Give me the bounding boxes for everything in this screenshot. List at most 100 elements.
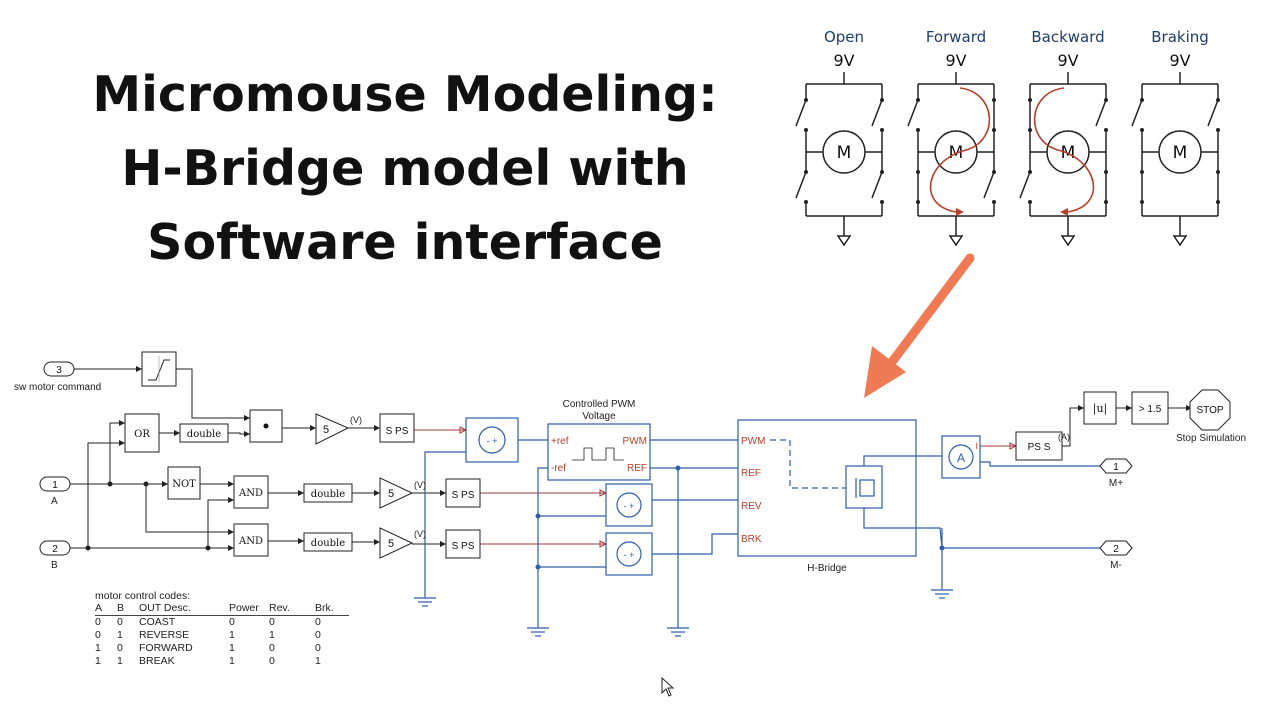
outport-1-label: M+ xyxy=(1109,478,1123,489)
not-block[interactable]: NOT xyxy=(167,466,201,500)
codes-table: A B OUT Desc. Power Rev. Brk. 0 0 COAST … xyxy=(95,602,349,668)
s-ps-converter-2[interactable]: S PS xyxy=(445,478,481,508)
svg-text:- +: - + xyxy=(624,550,635,560)
double-label-1: double xyxy=(187,429,221,440)
table-cell: 1 xyxy=(269,629,275,641)
or-block[interactable]: OR xyxy=(124,413,160,453)
table-cell: 1 xyxy=(95,655,101,667)
voltage-source-2[interactable]: - + xyxy=(605,483,653,527)
ammeter-i-port: I xyxy=(975,441,978,451)
table-cell: 0 xyxy=(269,642,275,654)
stop-label: STOP xyxy=(1196,405,1223,416)
hb-rev-port: REV xyxy=(741,501,762,512)
hb-pwm-port: PWM xyxy=(741,436,765,447)
inport-1-label: A xyxy=(51,496,58,507)
and-label-2: AND xyxy=(238,536,263,547)
unit-v-1: (V) xyxy=(350,415,362,425)
controlled-pwm-voltage-block[interactable]: +ref -ref PWM REF xyxy=(547,423,651,481)
pwm-ref-port: REF xyxy=(627,463,647,474)
outport-2[interactable]: 2 xyxy=(1099,540,1133,556)
ps-s-converter[interactable]: PS S xyxy=(1015,431,1063,461)
title-line-3: Software interface xyxy=(147,214,663,271)
inport-2-label: B xyxy=(51,560,58,571)
table-row: 0 1 REVERSE 1 1 0 xyxy=(95,629,349,642)
codes-header-cell: B xyxy=(117,602,139,616)
outport-2-label: M- xyxy=(1110,560,1122,571)
table-cell: 0 xyxy=(95,616,101,628)
motor-label-open: M xyxy=(837,143,852,163)
state-voltage-forward: 9V xyxy=(945,51,966,70)
s-ps-converter-1[interactable]: S PS xyxy=(379,413,415,443)
inport-2[interactable]: 2 xyxy=(39,540,71,556)
backward-current-path xyxy=(1033,87,1095,213)
hbridge-states-diagram: Open 9V M Forward 9V xyxy=(795,28,1220,247)
svg-text:- +: - + xyxy=(487,436,498,446)
table-cell: 1 xyxy=(229,655,235,667)
state-voltage-open: 9V xyxy=(833,51,854,70)
table-cell: 1 xyxy=(229,629,235,641)
table-cell: REVERSE xyxy=(139,629,190,641)
table-cell: 0 xyxy=(315,629,321,641)
hbridge-backward: Backward 9V M xyxy=(1019,28,1108,247)
inport-1[interactable]: 1 xyxy=(39,476,71,492)
voltage-source-1[interactable]: - + xyxy=(465,417,519,463)
state-voltage-backward: 9V xyxy=(1057,51,1078,70)
voltage-source-3[interactable]: - + xyxy=(605,532,653,576)
stop-simulation-block[interactable]: STOP xyxy=(1189,389,1231,431)
table-cell: 1 xyxy=(229,642,235,654)
inport-2-number: 2 xyxy=(52,544,58,555)
hbridge-forward: Forward 9V M xyxy=(907,28,996,247)
compare-label: > 1.5 xyxy=(1139,404,1162,415)
motor-control-codes: motor control codes: A B OUT Desc. Power… xyxy=(95,590,349,668)
double-conversion-3[interactable]: double xyxy=(303,532,353,552)
table-cell: 0 xyxy=(269,616,275,628)
hbridge-open: Open 9V M xyxy=(795,28,884,247)
double-conversion-1[interactable]: double xyxy=(179,423,229,443)
outport-1-number: 1 xyxy=(1113,462,1119,473)
pointer-arrow xyxy=(864,253,975,398)
pwm-ref-plus: +ref xyxy=(551,436,569,447)
s-ps-converter-3[interactable]: S PS xyxy=(445,529,481,559)
inport-3-label: sw motor command xyxy=(14,382,101,393)
pwm-title-line-2: Voltage xyxy=(582,411,616,422)
pwm-out-port: PWM xyxy=(623,436,647,447)
gain-label-2: 5 xyxy=(388,488,394,500)
not-label: NOT xyxy=(172,479,196,490)
inport-3[interactable]: 3 xyxy=(43,361,75,377)
h-bridge-block[interactable]: PWM REF REV BRK xyxy=(737,419,917,557)
double-label-2: double xyxy=(311,489,345,500)
gain-block-2[interactable]: 5 xyxy=(379,477,414,509)
state-voltage-braking: 9V xyxy=(1169,51,1190,70)
table-row: 1 1 BREAK 1 0 1 xyxy=(95,655,349,668)
and-block-2[interactable]: AND xyxy=(233,523,269,557)
double-label-3: double xyxy=(311,538,345,549)
inport-1-number: 1 xyxy=(52,480,58,491)
codes-header-cell: A xyxy=(95,602,117,616)
and-block-1[interactable]: AND xyxy=(233,475,269,509)
abs-block[interactable]: |u| xyxy=(1083,391,1117,425)
table-cell: 0 xyxy=(269,655,275,667)
table-cell: 0 xyxy=(95,629,101,641)
slide-title: Micromouse Modeling: H-Bridge model with… xyxy=(60,58,750,280)
table-cell: 0 xyxy=(117,616,123,628)
svg-text:- +: - + xyxy=(624,501,635,511)
gain-block-3[interactable]: 5 xyxy=(379,527,414,559)
product-block[interactable] xyxy=(249,409,283,443)
saturation-block[interactable] xyxy=(141,351,177,387)
stop-caption: Stop Simulation xyxy=(1176,433,1246,444)
abs-label: |u| xyxy=(1093,402,1108,416)
gain-label-1: 5 xyxy=(323,424,329,436)
and-label-1: AND xyxy=(238,488,263,499)
outport-1[interactable]: 1 xyxy=(1099,458,1133,474)
double-conversion-2[interactable]: double xyxy=(303,483,353,503)
pwm-ref-minus: -ref xyxy=(551,463,566,474)
forward-current-path xyxy=(929,87,991,213)
state-label-open: Open xyxy=(824,28,864,46)
gain-block-1[interactable]: 5 xyxy=(315,413,350,445)
unit-v-2: (V) xyxy=(414,480,426,490)
ammeter-block[interactable]: A I xyxy=(941,435,981,479)
outport-2-number: 2 xyxy=(1113,544,1119,555)
hb-ref-port: REF xyxy=(741,468,761,479)
compare-to-constant-block[interactable]: > 1.5 xyxy=(1131,391,1169,425)
